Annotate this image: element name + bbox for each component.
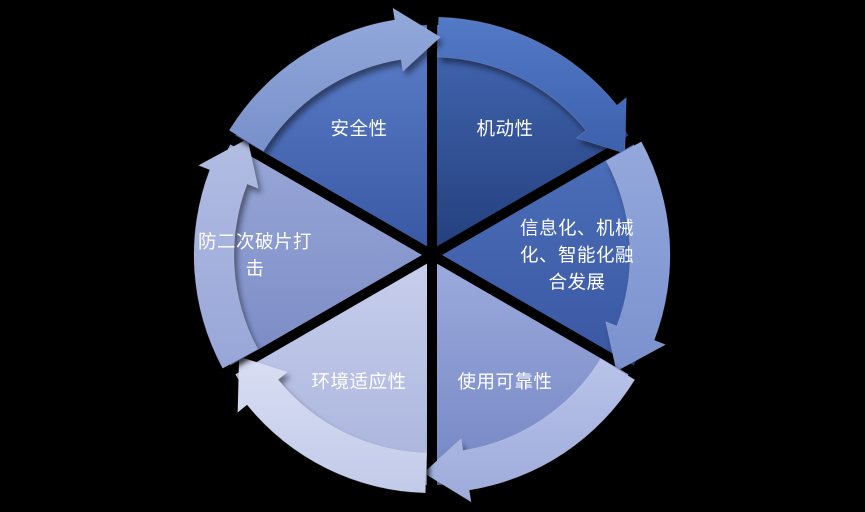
info-mech-intel-fusion-label: 信息化、机械 (520, 219, 634, 240)
safety-label: 安全性 (330, 119, 387, 140)
segment-mobility: 机动性 (437, 16, 629, 247)
info-mech-intel-fusion-label: 化、智能化融 (520, 246, 634, 267)
info-mech-intel-fusion-label: 合发展 (548, 273, 605, 294)
mobility-label: 机动性 (476, 119, 533, 140)
environmental-adaptability-label: 环境适应性 (311, 372, 406, 393)
safety-arrow-icon (228, 7, 442, 152)
anti-secondary-fragment-strike-label: 击 (245, 259, 264, 280)
anti-secondary-fragment-strike-wedge (201, 144, 422, 366)
segment-environmental-adaptability: 环境适应性 (235, 263, 427, 494)
segment-safety: 安全性 (228, 7, 442, 247)
segment-service-reliability: 使用可靠性 (422, 263, 636, 503)
info-mech-intel-fusion-wedge (442, 144, 663, 366)
service-reliability-label: 使用可靠性 (457, 372, 552, 393)
anti-secondary-fragment-strike-label: 防二次破片打 (198, 232, 312, 253)
